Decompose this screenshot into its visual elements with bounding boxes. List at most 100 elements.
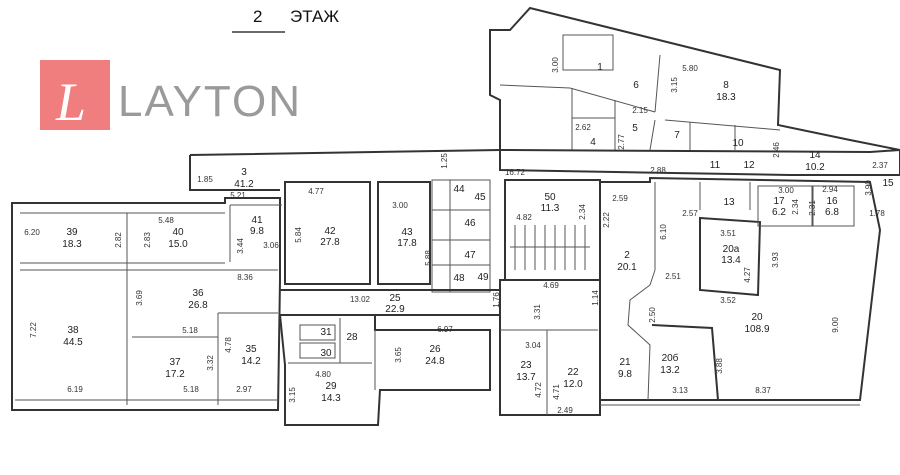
room-number: 21 (619, 357, 631, 368)
dimension-label: 5.84 (294, 227, 303, 243)
room-number: 35 (245, 344, 257, 355)
room-number: 46 (464, 218, 476, 229)
room-area: 10.2 (805, 162, 825, 173)
dimension-label: 3.88 (715, 358, 724, 374)
room-number: 26 (429, 344, 441, 355)
room-number: 22 (567, 367, 579, 378)
room-number: 7 (674, 130, 680, 141)
dimension-label: 2.82 (114, 232, 123, 248)
room-area: 22.9 (385, 304, 405, 315)
dimension-label: 2.88 (650, 166, 666, 175)
dimension-label: 5.18 (183, 385, 199, 394)
room-area: 44.5 (63, 337, 83, 348)
dimension-label: 4.69 (543, 281, 559, 290)
layton-logo: L LAYTON (40, 60, 302, 132)
dimension-label: 2.22 (602, 212, 611, 228)
room-area: 6.8 (825, 207, 839, 218)
dimension-label: 5.21 (230, 191, 246, 200)
room-area: 13.2 (660, 365, 680, 376)
room-area: 18.3 (716, 92, 736, 103)
room-number: 12 (743, 160, 755, 171)
room-area: 17.8 (397, 238, 417, 249)
room-area: 13.4 (721, 255, 741, 266)
room-number: 29 (325, 381, 337, 392)
dimension-label: 6.10 (659, 224, 668, 240)
dimension-label: 2.34 (791, 199, 800, 215)
room-area: 9.8 (250, 226, 264, 237)
dimension-label: 2.77 (617, 134, 626, 150)
room-number: 40 (172, 227, 184, 238)
dimension-label: 4.72 (534, 382, 543, 398)
room-area: 12.0 (563, 379, 583, 390)
dimension-label: 6.97 (437, 325, 453, 334)
room-number: 42 (324, 226, 336, 237)
dimension-label: 2.49 (557, 406, 573, 415)
dimension-label: 3.06 (263, 241, 279, 250)
dimension-label: 2.62 (575, 123, 591, 132)
walls (11, 6, 900, 426)
dimension-label: 7.22 (29, 322, 38, 338)
room-number: 16 (826, 196, 838, 207)
room-number: 10 (732, 138, 744, 149)
room-number: 41 (251, 215, 263, 226)
room-area: 17.2 (165, 369, 185, 380)
room-area: 6.2 (772, 207, 786, 218)
room-number: 50 (544, 192, 556, 203)
room-area: 41.2 (234, 179, 254, 190)
dimension-label: 4.71 (552, 384, 561, 400)
dimension-label: 3.32 (206, 355, 215, 371)
room-number: 39 (66, 227, 78, 238)
room-number: 20 (751, 312, 763, 323)
dimension-label: 2.59 (612, 194, 628, 203)
dimension-label: 3.15 (670, 77, 679, 93)
dimension-label: 3.00 (551, 57, 560, 73)
dimension-label: 5.88 (424, 250, 433, 266)
room-number: 28 (346, 332, 358, 343)
room-number: 6 (633, 80, 639, 91)
room-area: 14.2 (241, 356, 261, 367)
dimension-label: 2.37 (872, 161, 888, 170)
dimension-label: 3.52 (720, 296, 736, 305)
dimension-label: 1.85 (197, 175, 213, 184)
dimension-label: 3.90 (864, 180, 873, 196)
room-number: 49 (477, 272, 489, 283)
room-number: 25 (389, 293, 401, 304)
dimension-label: 3.65 (394, 347, 403, 363)
room-area: 108.9 (744, 324, 769, 335)
logo-name: LAYTON (118, 77, 302, 126)
room-number: 5 (632, 123, 638, 134)
dimension-label: 4.82 (516, 213, 532, 222)
room-number: 4 (590, 137, 596, 148)
dimension-label: 3.15 (288, 387, 297, 403)
logo-square (40, 60, 110, 130)
dimension-label: 3.51 (720, 229, 736, 238)
room-number: 20б (662, 352, 679, 364)
dimension-label: 5.18 (182, 326, 198, 335)
room-number: 37 (169, 357, 181, 368)
room-number: 20a (723, 244, 740, 255)
room-area: 27.8 (320, 237, 340, 248)
dimension-label: 2.51 (665, 272, 681, 281)
dimension-label: 3.31 (533, 304, 542, 320)
dimension-label: 4.77 (308, 187, 324, 196)
room-number: 47 (464, 250, 476, 261)
room-number: 3 (241, 167, 247, 178)
room-number: 14 (809, 150, 821, 161)
dimension-label: 2.50 (648, 307, 657, 323)
room-number: 43 (401, 227, 413, 238)
dimension-label: 4.27 (743, 267, 752, 283)
vertical-dimensions: 2.82 2.83 3.44 5.84 5.88 7.22 3.69 3.32 … (29, 57, 873, 403)
dimension-label: 2.46 (772, 142, 781, 158)
dimension-label: 3.00 (392, 201, 408, 210)
dimension-label: 9.00 (831, 317, 840, 333)
dimension-label: 4.78 (224, 337, 233, 353)
room-area: 13.7 (516, 372, 536, 383)
dimension-label: 5.48 (158, 216, 174, 225)
dimension-label: 13.02 (350, 295, 371, 304)
dimension-label: 8.37 (755, 386, 771, 395)
room-number: 13 (723, 197, 735, 208)
horizontal-dimensions: 1.85 5.21 4.77 5.48 6.20 8.36 5.18 6.19 … (24, 64, 888, 415)
room-area: 26.8 (188, 300, 208, 311)
room-area: 20.1 (617, 262, 637, 273)
